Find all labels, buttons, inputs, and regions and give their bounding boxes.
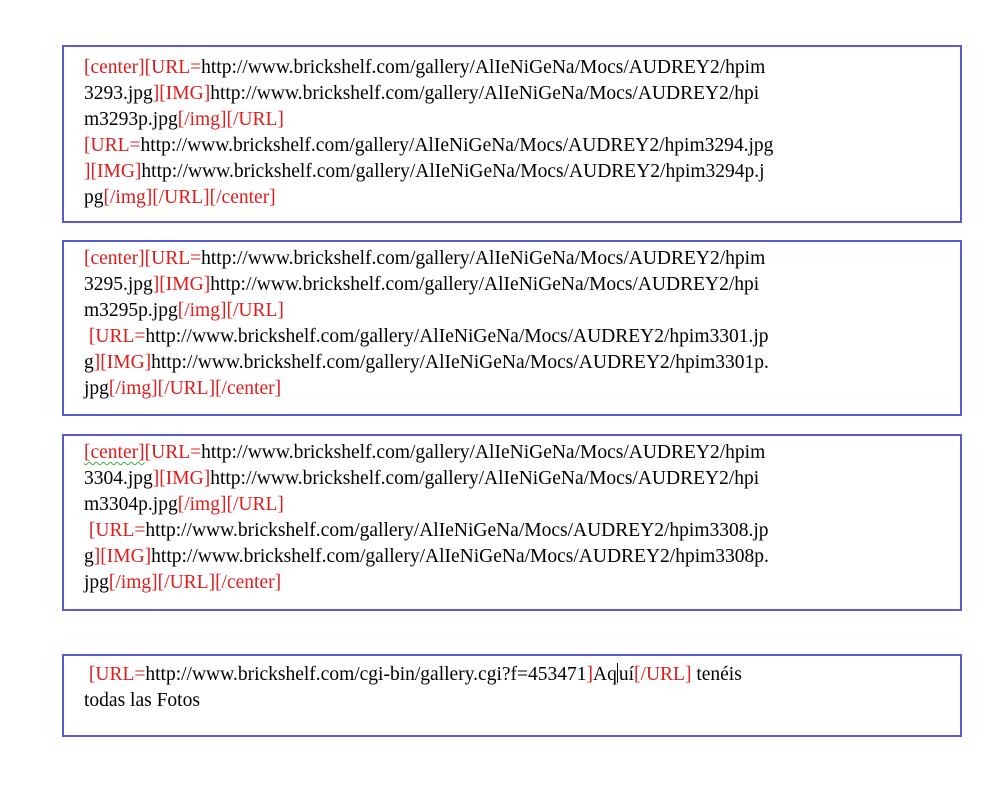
url-text: http://www.brickshelf.com/gallery/AlIeNi… — [201, 442, 766, 463]
bbcode-tag: [URL= — [84, 520, 146, 541]
text-line: 3295.jpg][IMG]http://www.brickshelf.com/… — [84, 272, 944, 298]
url-text: http://www.brickshelf.com/gallery/AlIeNi… — [210, 468, 760, 489]
text-line: [URL=http://www.brickshelf.com/gallery/A… — [84, 518, 944, 544]
bbcode-tag: ][IMG] — [152, 274, 211, 295]
text-line: m3304p.jpg[/img][/URL] — [84, 492, 944, 518]
url-text: m3304p.jpg — [84, 494, 178, 515]
text-line: todas las Fotos — [84, 688, 944, 714]
bbcode-tag: [/img][/URL][/center] — [103, 187, 276, 208]
url-text: http://www.brickshelf.com/gallery/AlIeNi… — [145, 520, 769, 541]
url-text: http://www.brickshelf.com/cgi-bin/galler… — [145, 664, 587, 685]
url-text: http://www.brickshelf.com/gallery/AlIeNi… — [201, 57, 766, 78]
text-line: [URL=http://www.brickshelf.com/gallery/A… — [84, 133, 944, 159]
text-line: ][IMG]http://www.brickshelf.com/gallery/… — [84, 159, 944, 185]
bbcode-tag: ][IMG] — [93, 352, 152, 373]
text-line: [center][URL=http://www.brickshelf.com/g… — [84, 440, 944, 466]
bbcode-tag: [center][URL= — [84, 57, 202, 78]
text-box-4-content[interactable]: [URL=http://www.brickshelf.com/cgi-bin/g… — [84, 662, 944, 714]
bbcode-tag: [URL= — [144, 442, 202, 463]
url-text: http://www.brickshelf.com/gallery/AlIeNi… — [210, 83, 760, 104]
bbcode-tag: ][IMG] — [152, 83, 211, 104]
url-text: http://www.brickshelf.com/gallery/AlIeNi… — [151, 352, 769, 373]
text-line: [URL=http://www.brickshelf.com/gallery/A… — [84, 324, 944, 350]
text-line: [URL=http://www.brickshelf.com/cgi-bin/g… — [84, 662, 944, 688]
url-text: pg — [84, 187, 104, 208]
url-text: Aq — [593, 664, 617, 685]
url-text: m3295p.jpg — [84, 300, 178, 321]
text-line: pg[/img][/URL][/center] — [84, 185, 944, 211]
text-line: m3293p.jpg[/img][/URL] — [84, 107, 944, 133]
url-text: http://www.brickshelf.com/gallery/AlIeNi… — [145, 326, 769, 347]
text-line: 3304.jpg][IMG]http://www.brickshelf.com/… — [84, 466, 944, 492]
text-box-2: [center][URL=http://www.brickshelf.com/g… — [62, 240, 962, 416]
bbcode-tag: ][IMG] — [152, 468, 211, 489]
text-box-4: [URL=http://www.brickshelf.com/cgi-bin/g… — [62, 654, 962, 737]
text-line: g][IMG]http://www.brickshelf.com/gallery… — [84, 544, 944, 570]
bbcode-tag: [URL= — [84, 135, 141, 156]
url-text: m3293p.jpg — [84, 109, 178, 130]
bbcode-tag: [center] — [84, 442, 145, 463]
text-line: 3293.jpg][IMG]http://www.brickshelf.com/… — [84, 81, 944, 107]
bbcode-tag: ][IMG] — [93, 546, 152, 567]
text-box-1: [center][URL=http://www.brickshelf.com/g… — [62, 45, 962, 223]
bbcode-tag: [URL= — [84, 326, 146, 347]
url-text: http://www.brickshelf.com/gallery/AlIeNi… — [210, 274, 760, 295]
url-text: todas las Fotos — [84, 690, 200, 711]
text-line: jpg[/img][/URL][/center] — [84, 570, 944, 596]
url-text: http://www.brickshelf.com/gallery/AlIeNi… — [141, 161, 765, 182]
url-text: tenéis — [691, 664, 742, 685]
url-text: http://www.brickshelf.com/gallery/AlIeNi… — [140, 135, 774, 156]
text-box-3-content[interactable]: [center][URL=http://www.brickshelf.com/g… — [84, 440, 944, 596]
bbcode-tag: [/URL] — [634, 664, 692, 685]
url-text: g — [84, 352, 94, 373]
bbcode-tag: [URL= — [84, 664, 146, 685]
bbcode-tag: [center][URL= — [84, 248, 202, 269]
bbcode-tag: ] — [586, 664, 594, 685]
url-text: 3293.jpg — [84, 83, 153, 104]
text-box-2-content[interactable]: [center][URL=http://www.brickshelf.com/g… — [84, 246, 944, 402]
bbcode-tag: [/img][/URL] — [177, 300, 284, 321]
url-text: jpg — [84, 378, 109, 399]
text-line: g][IMG]http://www.brickshelf.com/gallery… — [84, 350, 944, 376]
text-box-3: [center][URL=http://www.brickshelf.com/g… — [62, 434, 962, 611]
text-line: [center][URL=http://www.brickshelf.com/g… — [84, 246, 944, 272]
text-cursor — [617, 663, 619, 683]
url-text: 3304.jpg — [84, 468, 153, 489]
text-line: jpg[/img][/URL][/center] — [84, 376, 944, 402]
url-text: g — [84, 546, 94, 567]
url-text: jpg — [84, 572, 109, 593]
url-text: 3295.jpg — [84, 274, 153, 295]
url-text: http://www.brickshelf.com/gallery/AlIeNi… — [201, 248, 766, 269]
bbcode-tag: [/img][/URL] — [177, 494, 284, 515]
bbcode-tag: ][IMG] — [84, 161, 142, 182]
bbcode-tag: [/img][/URL] — [177, 109, 284, 130]
bbcode-tag: [/img][/URL][/center] — [108, 378, 282, 399]
url-text: http://www.brickshelf.com/gallery/AlIeNi… — [151, 546, 769, 567]
text-line: [center][URL=http://www.brickshelf.com/g… — [84, 55, 944, 81]
text-line: m3295p.jpg[/img][/URL] — [84, 298, 944, 324]
text-box-1-content[interactable]: [center][URL=http://www.brickshelf.com/g… — [84, 55, 944, 211]
bbcode-tag: [/img][/URL][/center] — [108, 572, 282, 593]
url-text: uí — [618, 664, 635, 685]
